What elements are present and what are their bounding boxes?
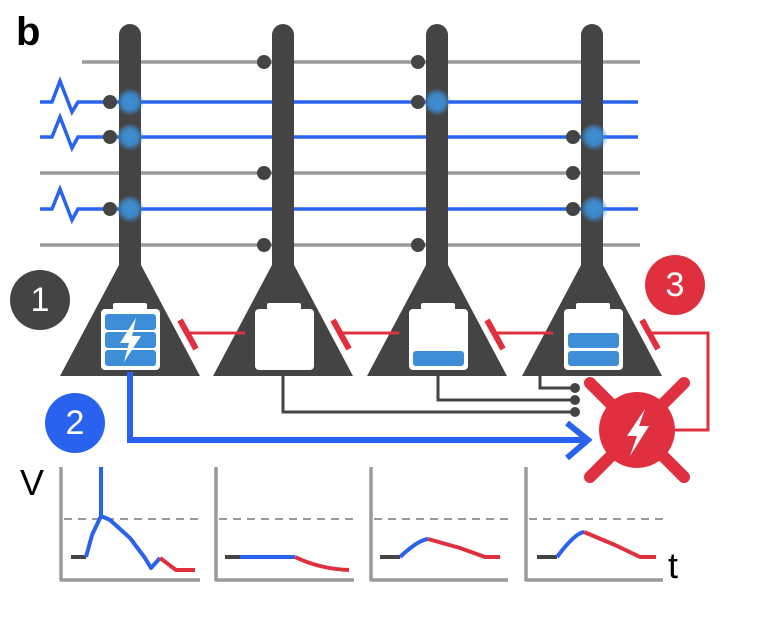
step-badge-1: 1 — [10, 270, 70, 330]
arrow-icon — [127, 372, 593, 461]
battery-icon — [101, 303, 160, 370]
voltage-plots — [59, 467, 663, 582]
inhibitory-connections — [177, 318, 710, 432]
panel-label: b — [16, 10, 41, 54]
battery-icon — [409, 303, 468, 370]
readout-wires — [281, 376, 575, 414]
step-badge-2: 2 — [45, 393, 105, 453]
y-axis-label: V — [20, 462, 45, 503]
battery-icon — [255, 303, 314, 370]
synapses — [103, 55, 580, 252]
batteries — [101, 303, 623, 370]
lightning-icon — [120, 318, 141, 362]
active-synapse-glows — [116, 88, 608, 223]
battery-icon — [564, 303, 623, 370]
wire-terminals — [570, 383, 580, 417]
blocked-output-icon — [584, 377, 690, 483]
x-axis-label: t — [668, 545, 679, 586]
lightning-icon — [627, 409, 649, 456]
step-badge-3: 3 — [645, 255, 705, 315]
